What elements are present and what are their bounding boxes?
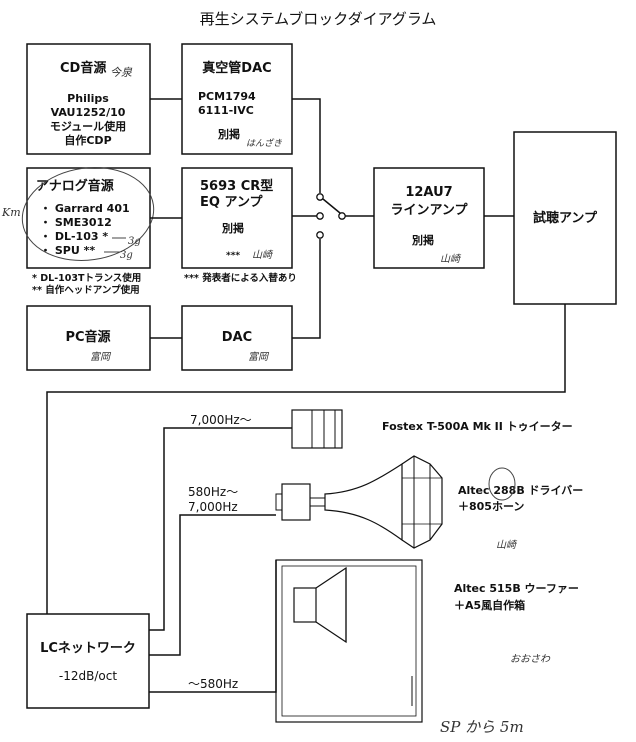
input-selector-switch bbox=[292, 98, 374, 339]
cd-source-block: CD音源 今泉 Philips VAU1252/10 モジュール使用 自作CDP bbox=[26, 43, 151, 155]
pc-source-title: PC音源 bbox=[65, 329, 110, 345]
line-amp-separate: 別掲 bbox=[411, 233, 434, 247]
horn-driver-drawing bbox=[275, 455, 443, 549]
lc-network-title: LCネットワーク bbox=[40, 641, 136, 656]
tube-dac-handwritten-note: はんざき bbox=[246, 138, 282, 149]
pc-source-block: PC音源 富岡 bbox=[26, 305, 151, 371]
driver-crossover-label-2: 7,000Hz bbox=[188, 500, 238, 514]
line-amp-block: 12AU7 ラインアンプ 別掲 山崎 bbox=[373, 167, 485, 269]
analog-item-sme: ・ SME3012 bbox=[40, 216, 112, 229]
eq-amp-title: 5693 CR型 bbox=[200, 178, 273, 194]
tweeter-label: Fostex T-500A Mk II トゥイーター bbox=[382, 420, 573, 433]
dac-block: DAC 富岡 bbox=[181, 305, 293, 371]
audition-amp-block: 試聴アンプ bbox=[513, 131, 617, 305]
cd-source-line-3: モジュール使用 bbox=[50, 119, 126, 133]
lc-network-slope: -12dB/oct bbox=[59, 669, 117, 683]
cd-source-line-1: Philips bbox=[67, 92, 109, 105]
footnote-presenter: *** 発表者による入替あり bbox=[184, 272, 297, 284]
handwritten-circle bbox=[21, 167, 155, 261]
footnote-2: ** 自作ヘッドアンプ使用 bbox=[32, 284, 140, 296]
bottom-handwritten-note: SP から 5m bbox=[440, 718, 524, 736]
woofer-handwritten-note: おおさわ bbox=[510, 654, 551, 665]
pc-source-handwritten-note: 富岡 bbox=[90, 351, 112, 363]
audition-amp-title: 試聴アンプ bbox=[533, 210, 598, 226]
analog-item-dl103: ・ DL-103 * bbox=[40, 230, 108, 243]
dl103-handwritten-note: 3g bbox=[128, 236, 141, 247]
wire-woofer bbox=[149, 560, 277, 693]
woofer-crossover-label: ～580Hz bbox=[188, 677, 238, 691]
analog-item-spu: ・ SPU ** bbox=[40, 244, 95, 257]
analog-source-block: アナログ音源 ・ Garrard 401 ・ SME3012 ・ DL-103 … bbox=[1, 167, 155, 269]
cd-source-line-2: VAU1252/10 bbox=[51, 106, 126, 119]
woofer-cabinet-drawing bbox=[275, 559, 423, 723]
eq-amp-subtitle: EQ アンプ bbox=[200, 195, 264, 210]
wire-driver bbox=[149, 514, 276, 656]
driver-crossover-label-1: 580Hz～ bbox=[188, 485, 238, 499]
footnote-1: * DL-103Tトランス使用 bbox=[32, 272, 141, 284]
diagram-title: 再生システムブロックダイアグラム bbox=[200, 10, 437, 28]
eq-amp-separate: 別掲 bbox=[221, 221, 244, 235]
analog-handwritten-left-note: Km bbox=[1, 206, 21, 219]
driver-label-1: Altec 288B ドライバー bbox=[458, 484, 583, 497]
lc-network-block: LCネットワーク -12dB/oct bbox=[26, 613, 150, 709]
wire-audition-to-network bbox=[46, 304, 566, 614]
analog-source-title: アナログ音源 bbox=[36, 178, 114, 194]
tweeter-crossover-label: 7,000Hz～ bbox=[190, 413, 252, 427]
cd-source-title: CD音源 bbox=[60, 60, 106, 76]
line-amp-handwritten-note: 山崎 bbox=[440, 253, 462, 265]
eq-amp-block: 5693 CR型 EQ アンプ 別掲 *** 山崎 bbox=[181, 167, 293, 269]
eq-amp-handwritten-note: 山崎 bbox=[252, 249, 274, 261]
tweeter-drawing bbox=[291, 409, 343, 449]
line-amp-title: 12AU7 bbox=[405, 185, 452, 200]
woofer-label-2: ＋A5風自作箱 bbox=[454, 598, 525, 612]
dac-handwritten-note: 富岡 bbox=[248, 351, 270, 363]
handwritten-circle-288 bbox=[488, 467, 516, 501]
analog-item-garrard: ・ Garrard 401 bbox=[40, 202, 130, 215]
tube-dac-line-2: 6111-IVC bbox=[198, 104, 254, 117]
line-amp-subtitle: ラインアンプ bbox=[390, 203, 468, 218]
driver-handwritten-note: 山崎 bbox=[496, 539, 518, 551]
eq-amp-mark: *** bbox=[226, 251, 240, 261]
cd-source-line-4: 自作CDP bbox=[64, 133, 111, 147]
wire-tweeter bbox=[149, 427, 292, 631]
driver-label-2: ＋805ホーン bbox=[458, 500, 524, 513]
spu-handwritten-note: 3g bbox=[120, 250, 133, 261]
dac-title: DAC bbox=[222, 330, 252, 345]
tube-dac-line-1: PCM1794 bbox=[198, 90, 256, 103]
tube-dac-separate: 別掲 bbox=[217, 127, 240, 141]
tube-dac-title: 真空管DAC bbox=[202, 60, 271, 76]
tube-dac-block: 真空管DAC PCM1794 6111-IVC 別掲 はんざき bbox=[181, 43, 293, 155]
cd-source-handwritten-note: 今泉 bbox=[110, 66, 133, 79]
woofer-label-1: Altec 515B ウーファー bbox=[454, 582, 579, 595]
